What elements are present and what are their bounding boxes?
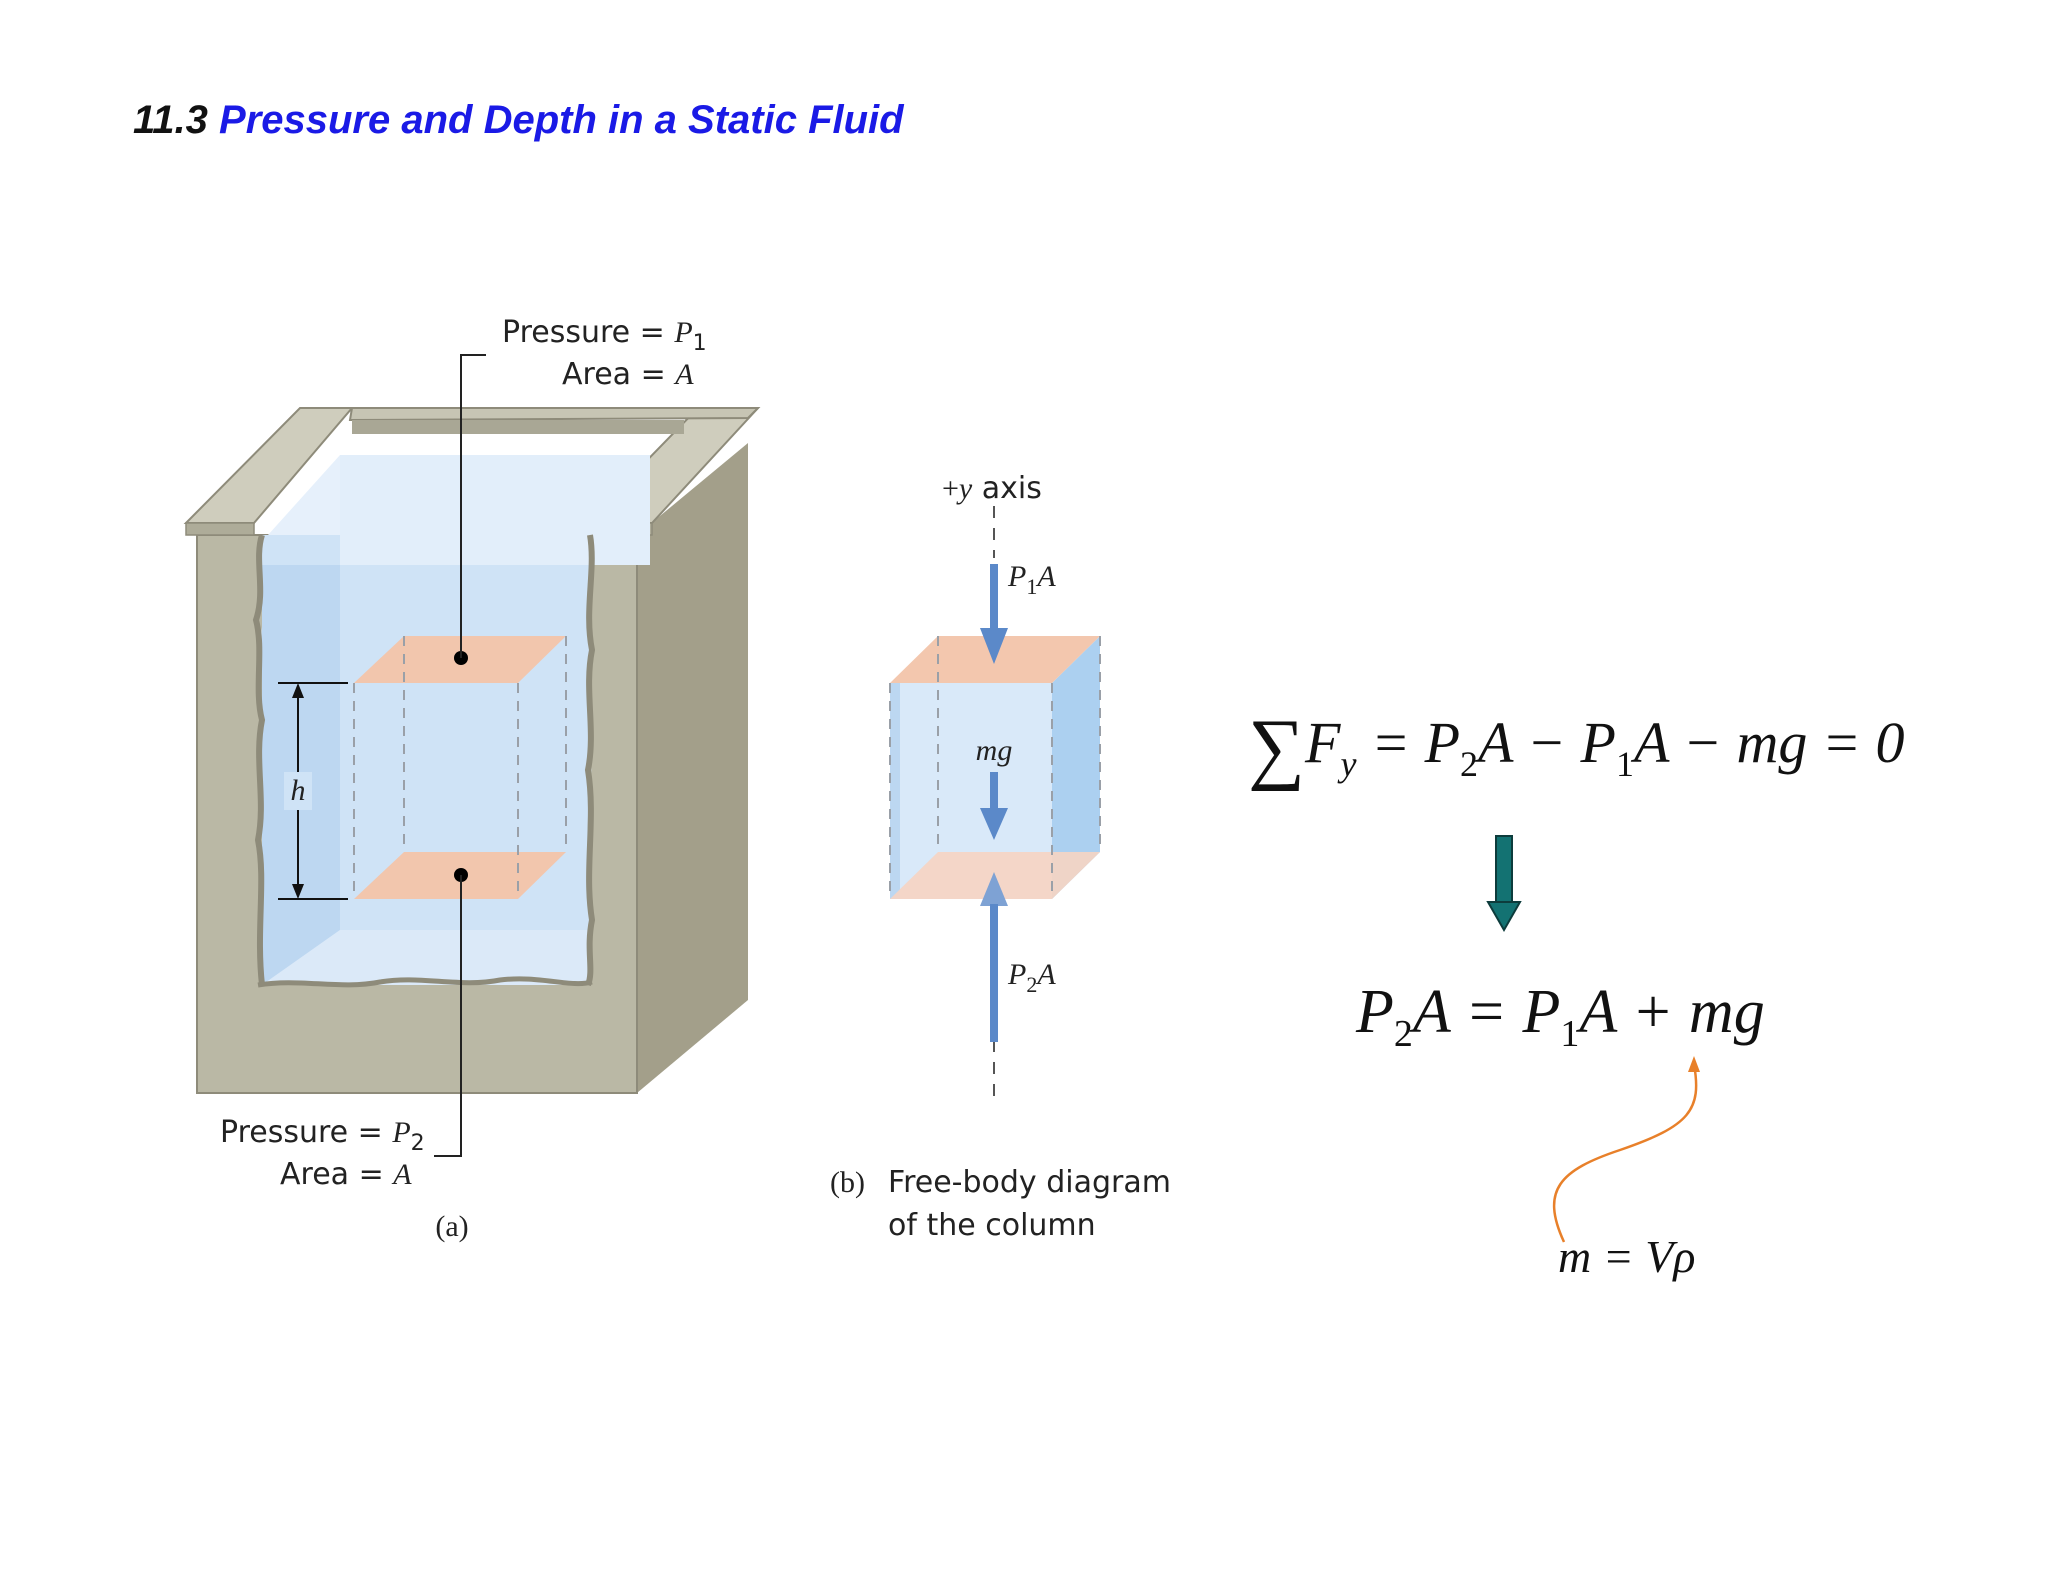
section-number: 11.3 xyxy=(133,98,208,142)
fbd-column-side xyxy=(1052,636,1100,899)
container-rim-back xyxy=(300,407,761,422)
height-label-bg xyxy=(284,772,312,810)
equations: ∑Fy = P2A − P1A − mg = 0 P2A = P1A + mg … xyxy=(1248,704,1905,1282)
top-pressure-label: Pressure = P1 xyxy=(502,315,707,356)
fbd-column-left-strip xyxy=(890,683,900,899)
container-inner-edge-right xyxy=(584,534,596,987)
figure-b-caption-line1: Free-body diagram xyxy=(888,1165,1171,1200)
fbd-dashed-edges xyxy=(889,636,1101,899)
figure-b-free-body: +y axis P1A mg xyxy=(830,471,1171,1243)
fbd-column-front xyxy=(890,683,1052,899)
mass-annotation-arrowhead xyxy=(1688,1056,1700,1072)
container-rim-left-front xyxy=(185,522,255,536)
equation-result: P2A = P1A + mg xyxy=(1355,978,1765,1055)
container-inner-edge-bottom xyxy=(257,976,593,988)
figure-b-caption-line2: of the column xyxy=(888,1208,1096,1243)
figure-a-caption: (a) xyxy=(435,1210,468,1243)
top-force-label: P1A xyxy=(1007,560,1056,599)
top-leader-line xyxy=(460,354,486,658)
bottom-force-label: P2A xyxy=(1007,958,1056,997)
figure-b-caption-tag: (b) xyxy=(830,1166,865,1199)
bottom-pressure-label: Pressure = P2 xyxy=(220,1115,425,1156)
mass-annotation-curve xyxy=(1552,1063,1698,1243)
axis-label: +y axis xyxy=(942,471,1042,506)
implies-arrow xyxy=(1486,835,1522,933)
equation-sum-forces: ∑Fy = P2A − P1A − mg = 0 xyxy=(1248,704,1905,792)
force-arrow-bottom xyxy=(980,872,1008,1042)
container-back-rim-inner xyxy=(352,420,684,434)
height-label: h xyxy=(291,774,306,807)
force-arrow-top xyxy=(980,564,1008,664)
figure-a-container: h Pressure = P1 Area = A Pressure = P2 A… xyxy=(183,315,761,1243)
bottom-leader-line xyxy=(434,875,462,1157)
weight-arrow xyxy=(980,772,1008,840)
page-title: 11.3 Pressure and Depth in a Static Flui… xyxy=(133,98,904,143)
mass-note: m = Vρ xyxy=(1558,1231,1695,1282)
section-title: Pressure and Depth in a Static Fluid xyxy=(219,98,904,142)
container-side-wall xyxy=(637,443,748,1093)
column-dashed-edges xyxy=(353,636,567,899)
container-inner-edge-left xyxy=(252,534,266,986)
weight-label: mg xyxy=(976,734,1013,767)
water-floor xyxy=(262,930,588,985)
water-back-face xyxy=(340,455,650,565)
top-area-label: Area = A xyxy=(562,357,694,392)
bottom-area-label: Area = A xyxy=(280,1157,412,1192)
